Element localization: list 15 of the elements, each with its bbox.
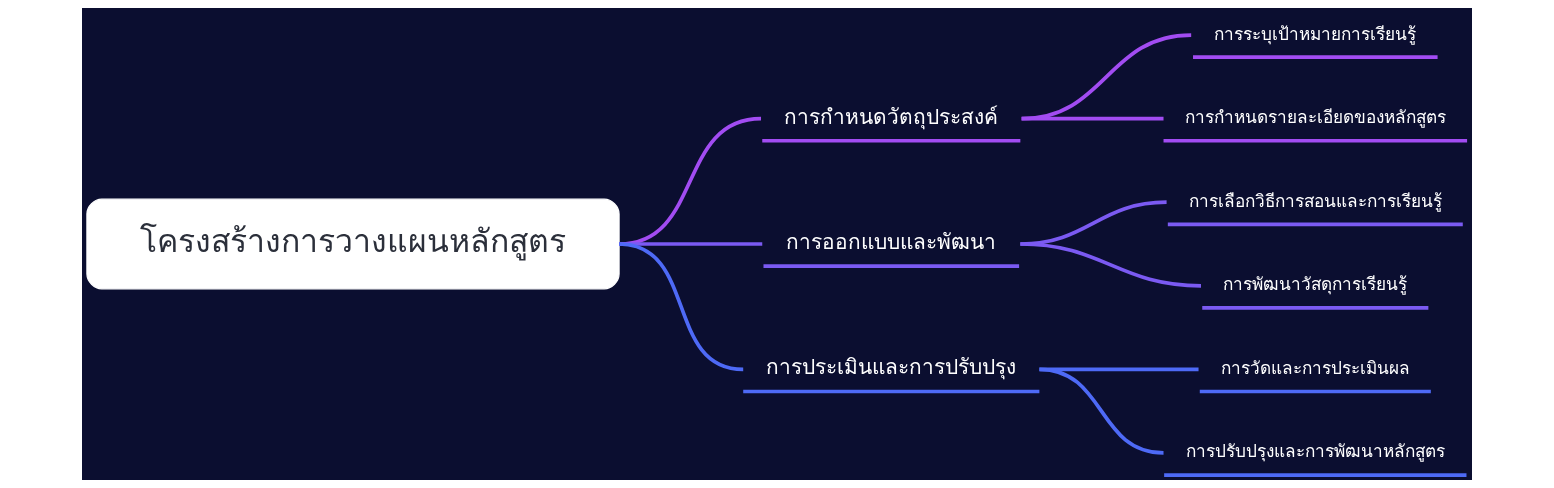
- connector: [1021, 116, 1164, 121]
- connector: [1020, 242, 1202, 288]
- node-text: การออกแบบและพัฒนา: [786, 230, 997, 255]
- node-text: การเลือกวิธีการสอนและการเรียนรู้: [1188, 190, 1442, 211]
- node-box: โครงสร้างการวางแผนหลักสูตร: [86, 198, 620, 290]
- node-text: การปรับปรุงและการพัฒนาหลักสูตร: [1185, 441, 1445, 462]
- node-text: การระบุเป้าหมายการเรียนรู้: [1214, 23, 1417, 44]
- node-text: การกำหนดวัตถุประสงค์: [784, 104, 999, 129]
- node-text: การวัดและการประเมินผล: [1220, 357, 1410, 378]
- connector: [1039, 367, 1164, 455]
- node-text: การพัฒนาวัสดุการเรียนรู้: [1223, 274, 1408, 295]
- node-text: การกำหนดรายละเอียดของหลักสูตร: [1184, 107, 1446, 128]
- connector: [618, 242, 744, 372]
- connector: [1021, 33, 1192, 121]
- node-text: การประเมินและการปรับปรุง: [766, 355, 1017, 380]
